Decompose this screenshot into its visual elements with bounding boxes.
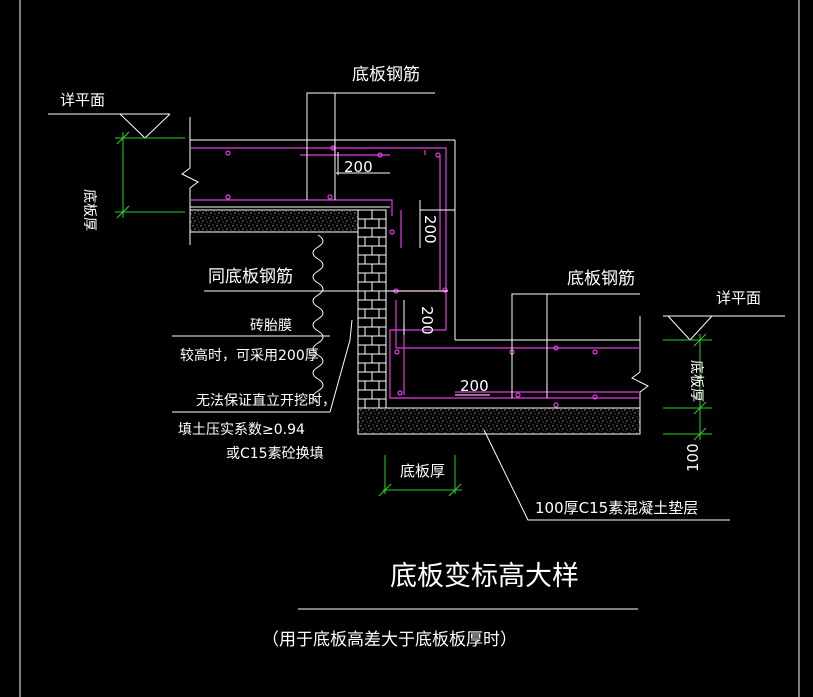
drawing-subtitle: （用于底板高差大于底板板厚时） <box>262 630 517 650</box>
lower-slab-break-symbol <box>631 371 649 393</box>
label-slab-thickness-bottom: 底板厚 <box>400 462 445 480</box>
label-dim-200-top: 200 <box>344 158 373 176</box>
soil-line <box>312 234 324 404</box>
label-dim-200-bottom: 200 <box>460 377 489 395</box>
slab-thickness-dim <box>378 455 462 497</box>
label-plan-left: 详平面 <box>60 91 105 109</box>
upper-cushion-layer <box>189 209 359 233</box>
label-dim-200-vert-mid: 200 <box>418 306 436 335</box>
label-no-excavation-2: 填土压实系数≥0.94 <box>178 422 305 438</box>
drawing-title: 底板变标高大样 <box>390 561 579 592</box>
label-plan-right: 详平面 <box>716 289 761 307</box>
brick-wall <box>357 209 387 409</box>
label-same-slab-rebar: 同底板钢筋 <box>208 267 293 287</box>
label-no-excavation-1: 无法保证直立开挖时， <box>196 392 336 409</box>
upper-slab <box>181 117 455 245</box>
label-slab-thickness-left: 底板厚 <box>81 189 97 231</box>
lower-cushion-layer <box>357 407 641 435</box>
leader-lines <box>172 92 730 610</box>
label-higher-note: 较高时，可采用200厚 <box>180 347 319 364</box>
label-no-excavation-3: 或C15素砼换填 <box>226 445 324 462</box>
label-dim-200-vert-top: 200 <box>421 215 439 244</box>
label-slab-thickness-right: 底板厚 <box>688 360 704 402</box>
level-mark-left <box>48 113 185 219</box>
label-dim-100: 100 <box>684 443 702 472</box>
label-cushion-layer: 100厚C15素混凝土垫层 <box>535 499 698 517</box>
label-brick-mould: 砖胎膜 <box>250 318 292 334</box>
label-slab-rebar-top: 底板钢筋 <box>352 65 420 85</box>
label-slab-rebar-right: 底板钢筋 <box>567 269 635 289</box>
level-mark-right <box>663 315 785 441</box>
